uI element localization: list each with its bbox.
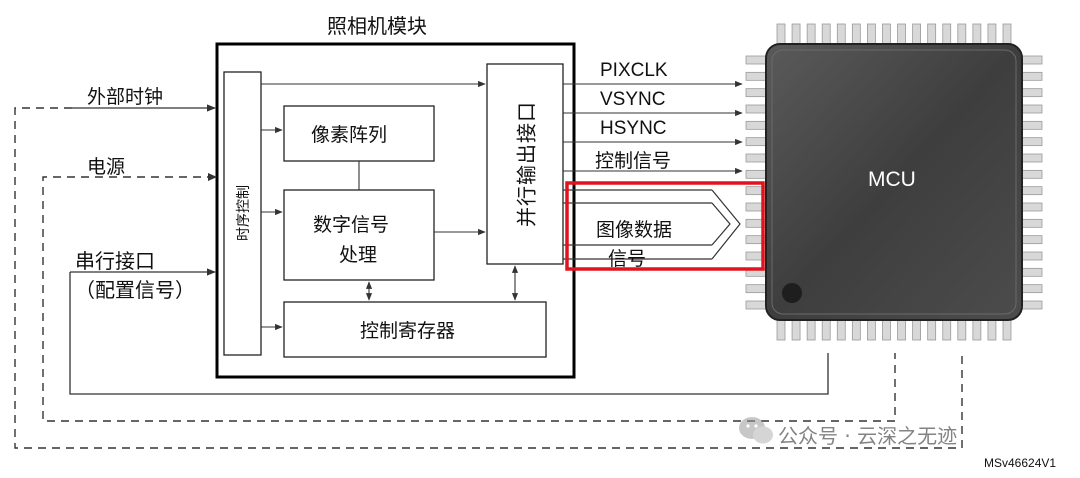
mcu-label: MCU [868, 168, 916, 191]
hsync-label: HSYNC [600, 118, 667, 139]
control-signal-label: 控制信号 [595, 150, 672, 172]
mcu-pin [851, 23, 861, 45]
control-registers-block [283, 301, 547, 358]
parallel-output-label: 并行输出接口 [514, 101, 539, 227]
camera-module-box [215, 42, 576, 379]
mcu-pin [1021, 284, 1043, 294]
wechat-icon [739, 417, 773, 444]
internal-arrows [261, 80, 519, 331]
dsp-label-line1: 数字信号 [313, 214, 390, 236]
control-registers-label: 控制寄存器 [360, 320, 456, 342]
mcu-pin [1021, 235, 1043, 245]
mcu-pin [957, 23, 967, 45]
mcu-pin [987, 319, 997, 341]
mcu-pin [972, 319, 982, 341]
image-data-bus-arrow [563, 189, 741, 260]
mcu-pin [745, 169, 767, 179]
power-label: 电源 [87, 156, 126, 178]
mcu-pin [927, 23, 937, 45]
mcu-pin [1021, 137, 1043, 147]
mcu-pin [836, 319, 846, 341]
mcu-pin [912, 23, 921, 45]
mcu-pin [745, 137, 767, 147]
timing-control-block [223, 71, 262, 356]
timing-control-label: 时序控制 [236, 185, 252, 241]
dsp-label-line2: 处理 [339, 244, 378, 266]
pixel-array-block [283, 105, 435, 162]
mcu-pin [745, 153, 767, 163]
figure-id: MSv46624V1 [984, 456, 1057, 470]
image-data-highlight-box [565, 181, 765, 271]
mcu-pin [912, 319, 921, 341]
mcu-pin [927, 319, 937, 341]
mcu-pin [821, 23, 831, 45]
mcu-pin [745, 55, 767, 65]
mcu-pin [1021, 120, 1043, 130]
config-signal-label: （配置信号） [75, 278, 195, 302]
mcu-pin [1002, 319, 1012, 341]
image-data-label-line2: 信号 [608, 248, 647, 270]
mcu-pin [745, 104, 767, 114]
mcu-pin [791, 23, 801, 45]
external-clock-label: 外部时钟 [87, 86, 164, 108]
mcu-pin [806, 319, 816, 341]
mcu-pin [942, 23, 952, 45]
mcu-pin [1021, 300, 1043, 310]
mcu-pin [1021, 251, 1043, 261]
output-lines [563, 80, 743, 175]
mcu-pin [1021, 55, 1043, 65]
mcu-pin [851, 319, 861, 341]
mcu-pin [972, 23, 982, 45]
mcu-pin [1021, 104, 1043, 114]
mcu-pin [867, 23, 876, 45]
mcu-pin [1021, 169, 1043, 179]
mcu-pin [1021, 267, 1043, 277]
power-line [42, 176, 896, 422]
watermark-text: 公众号 · 云深之无迹 [778, 424, 958, 448]
mcu-pin [1021, 71, 1043, 81]
pixclk-label: PIXCLK [600, 60, 668, 81]
mcu-pin [745, 120, 767, 130]
pin1-marker [782, 283, 802, 303]
mcu-pin [776, 23, 786, 45]
mcu-pin [791, 319, 801, 341]
mcu-pin [987, 23, 997, 45]
mcu-pin [745, 300, 767, 310]
mcu-pin [957, 319, 967, 341]
mcu-pin [836, 23, 846, 45]
mcu-pin [745, 71, 767, 81]
mcu-pin [882, 319, 891, 341]
mcu-pin [821, 319, 831, 341]
serial-interface-label: 串行接口 [75, 249, 155, 273]
serial-config-line [69, 268, 829, 395]
mcu-pin [867, 319, 876, 341]
mcu-pin [806, 23, 816, 45]
mcu-pin [897, 23, 906, 45]
external-clock-line [14, 104, 963, 449]
mcu-pin [1021, 186, 1043, 196]
mcu-pin [1021, 202, 1043, 212]
mcu-pin [942, 319, 952, 341]
mcu-pin [1021, 88, 1043, 98]
mcu-chip [745, 23, 1043, 341]
power-arrowhead [208, 173, 217, 181]
mcu-pin [882, 23, 891, 45]
mcu-pin [745, 284, 767, 294]
camera-module-title: 照相机模块 [327, 14, 427, 38]
image-data-label-line1: 图像数据 [596, 219, 673, 241]
parallel-output-block [486, 63, 564, 265]
mcu-pin [1002, 23, 1012, 45]
mcu-pin [1021, 218, 1043, 228]
mcu-pin [745, 88, 767, 98]
mcu-pin [1021, 153, 1043, 163]
mcu-pin [776, 319, 786, 341]
pixel-array-label: 像素阵列 [311, 124, 388, 146]
mcu-pin [897, 319, 906, 341]
vsync-label: VSYNC [600, 89, 666, 110]
